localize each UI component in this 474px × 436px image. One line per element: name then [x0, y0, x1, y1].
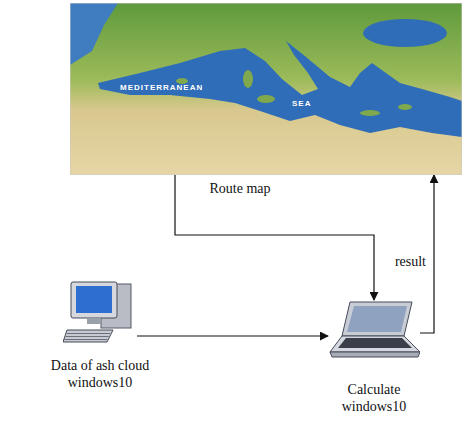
sea-label: SEA — [292, 99, 311, 108]
computer-node: Calculate windows10 — [318, 300, 430, 416]
flow-arrow — [175, 175, 374, 300]
desktop-computer-icon — [63, 280, 137, 344]
node-label: Data of ash cloud windows10 — [35, 358, 165, 392]
sea-label: MEDITERRANEAN — [120, 83, 203, 92]
laptop-icon — [328, 300, 420, 360]
computer-node: Data of ash cloud windows10 — [35, 280, 165, 392]
map-panel: Route mapMEDITERRANEANSEA — [70, 3, 462, 175]
flow-arrow — [137, 335, 328, 336]
node-label: Calculate windows10 — [318, 382, 430, 416]
edge-label: result — [393, 254, 428, 271]
map-caption: Route map — [195, 181, 285, 198]
